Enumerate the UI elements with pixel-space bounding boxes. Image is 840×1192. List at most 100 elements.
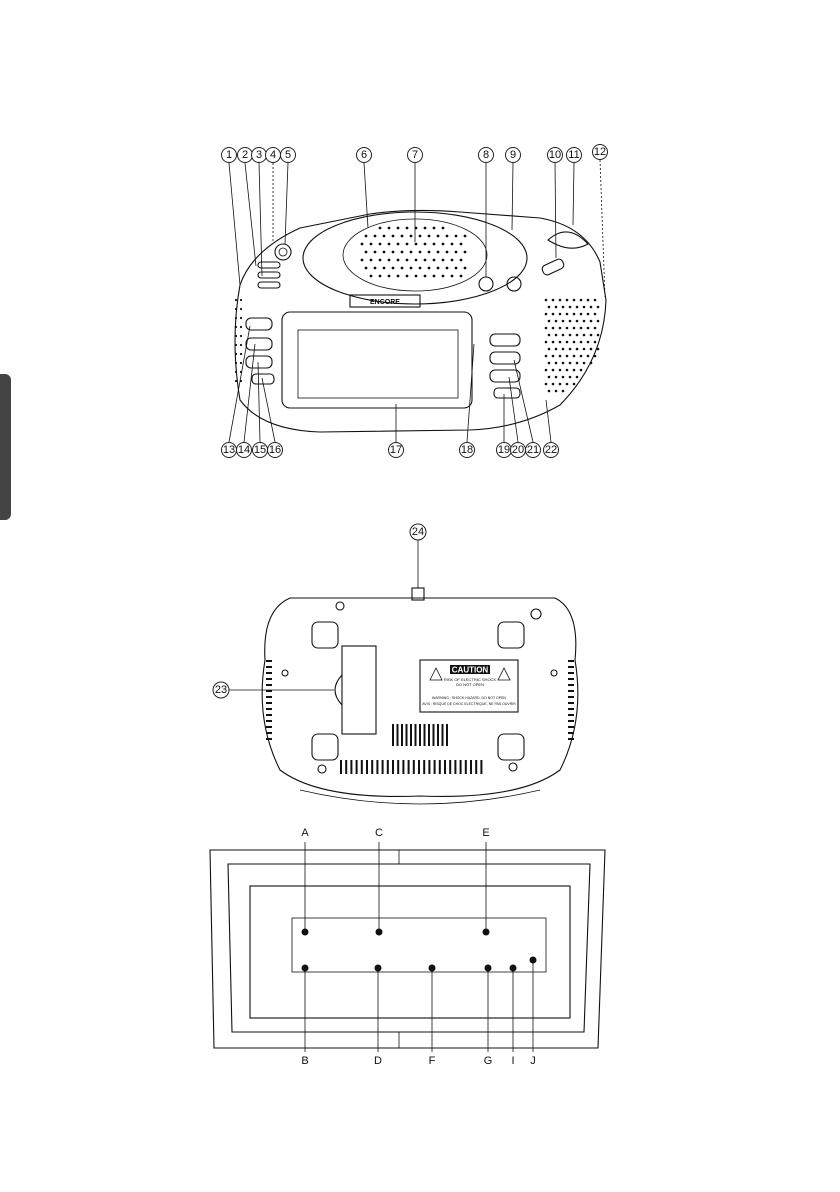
- grille-dot: [392, 251, 395, 254]
- side-grille-slot: [266, 696, 272, 698]
- grille-dot: [240, 344, 242, 346]
- grille-dot: [446, 251, 449, 254]
- vent-slot: [361, 760, 363, 774]
- grille-dot: [455, 235, 458, 238]
- vent-slot: [392, 724, 394, 746]
- grille-dot: [552, 299, 555, 302]
- grille-dot: [240, 353, 242, 355]
- grille-dot: [552, 383, 555, 386]
- grille-dot: [569, 348, 572, 351]
- grille-dot: [587, 313, 590, 316]
- grille-dot: [559, 383, 562, 386]
- grille-dot: [580, 341, 583, 344]
- indicator-dot: [375, 965, 382, 972]
- grille-dot: [562, 320, 565, 323]
- side-grille-slot: [266, 738, 272, 740]
- grille-dot: [379, 259, 382, 262]
- grille-dot: [559, 369, 562, 372]
- side-grille-slot: [568, 708, 574, 710]
- grille-dot: [569, 320, 572, 323]
- grille-dot: [424, 227, 427, 230]
- grille-dot: [415, 243, 418, 246]
- grille-dot: [566, 341, 569, 344]
- grille-dot: [397, 243, 400, 246]
- grille-dot: [548, 376, 551, 379]
- callout-6-leader: [364, 163, 368, 228]
- grille-dot: [370, 243, 373, 246]
- grille-dot: [552, 355, 555, 358]
- vent-slot: [418, 760, 420, 774]
- side-grille-slot: [266, 678, 272, 680]
- side-grille-slot: [568, 666, 574, 668]
- grille-dot: [555, 348, 558, 351]
- callout-12-number: 12: [594, 146, 606, 158]
- callout-16-leader: [262, 378, 275, 442]
- vent-slot: [434, 760, 436, 774]
- side-grille-slot: [568, 720, 574, 722]
- callout-1-leader: [229, 163, 240, 285]
- grille-dot: [410, 267, 413, 270]
- callout-11-number: 11: [568, 149, 579, 161]
- vent-slot: [480, 760, 482, 774]
- grille-dot: [573, 369, 576, 372]
- grille-dot: [587, 327, 590, 330]
- callout-14-number: 14: [238, 444, 250, 456]
- grille-dot: [437, 267, 440, 270]
- grille-dot: [573, 327, 576, 330]
- indicator-dot: [510, 965, 517, 972]
- grille-dot: [566, 299, 569, 302]
- grille-dot: [555, 362, 558, 365]
- callout-2-leader: [245, 163, 256, 266]
- grille-dot: [573, 383, 576, 386]
- grille-dot: [388, 275, 391, 278]
- grille-dot: [451, 259, 454, 262]
- vent-slot: [475, 760, 477, 774]
- display-frame-middle: [228, 864, 590, 1032]
- grille-dot: [545, 313, 548, 316]
- grille-dot: [576, 320, 579, 323]
- grille-dot: [580, 369, 583, 372]
- grille-dot: [428, 267, 431, 270]
- foot-bottom-left: [312, 734, 338, 760]
- grille-dot: [545, 355, 548, 358]
- vent-slot: [345, 760, 347, 774]
- grille-dot: [464, 267, 467, 270]
- screw-icon: [318, 765, 326, 773]
- display-letter: G: [484, 1055, 493, 1067]
- grille-dot: [433, 243, 436, 246]
- grille-dot: [548, 362, 551, 365]
- front-button-19a: [490, 334, 520, 346]
- grille-dot: [388, 227, 391, 230]
- side-grille-slot: [266, 708, 272, 710]
- grille-dot: [569, 306, 572, 309]
- side-grille-slot: [568, 678, 574, 680]
- vent-slot: [392, 760, 394, 774]
- grille-dot: [455, 251, 458, 254]
- grille-dot: [240, 308, 242, 310]
- side-grille-slot: [568, 726, 574, 728]
- grille-dot: [433, 227, 436, 230]
- grille-dot: [576, 348, 579, 351]
- grille-dot: [379, 227, 382, 230]
- exclamation-warning-icon: [498, 668, 510, 680]
- grille-dot: [590, 348, 593, 351]
- screw-icon: [551, 670, 557, 676]
- grille-dot: [562, 376, 565, 379]
- vent-slot: [371, 760, 373, 774]
- grille-dot: [455, 267, 458, 270]
- grille-dot: [424, 275, 427, 278]
- grille-dot: [451, 275, 454, 278]
- front-body-outline: [235, 210, 606, 432]
- grille-dot: [415, 259, 418, 262]
- grille-dot: [410, 251, 413, 254]
- caution-line-2: DO NOT OPEN: [456, 682, 484, 687]
- grille-dot: [428, 235, 431, 238]
- grille-dot: [419, 267, 422, 270]
- grille-dot: [361, 259, 364, 262]
- battery-door-tab: [335, 675, 342, 705]
- grille-dot: [240, 317, 242, 319]
- callout-10-number: 10: [549, 149, 561, 161]
- callout-18-leader: [467, 344, 474, 442]
- top-button-3: [258, 282, 280, 288]
- grille-dot: [580, 327, 583, 330]
